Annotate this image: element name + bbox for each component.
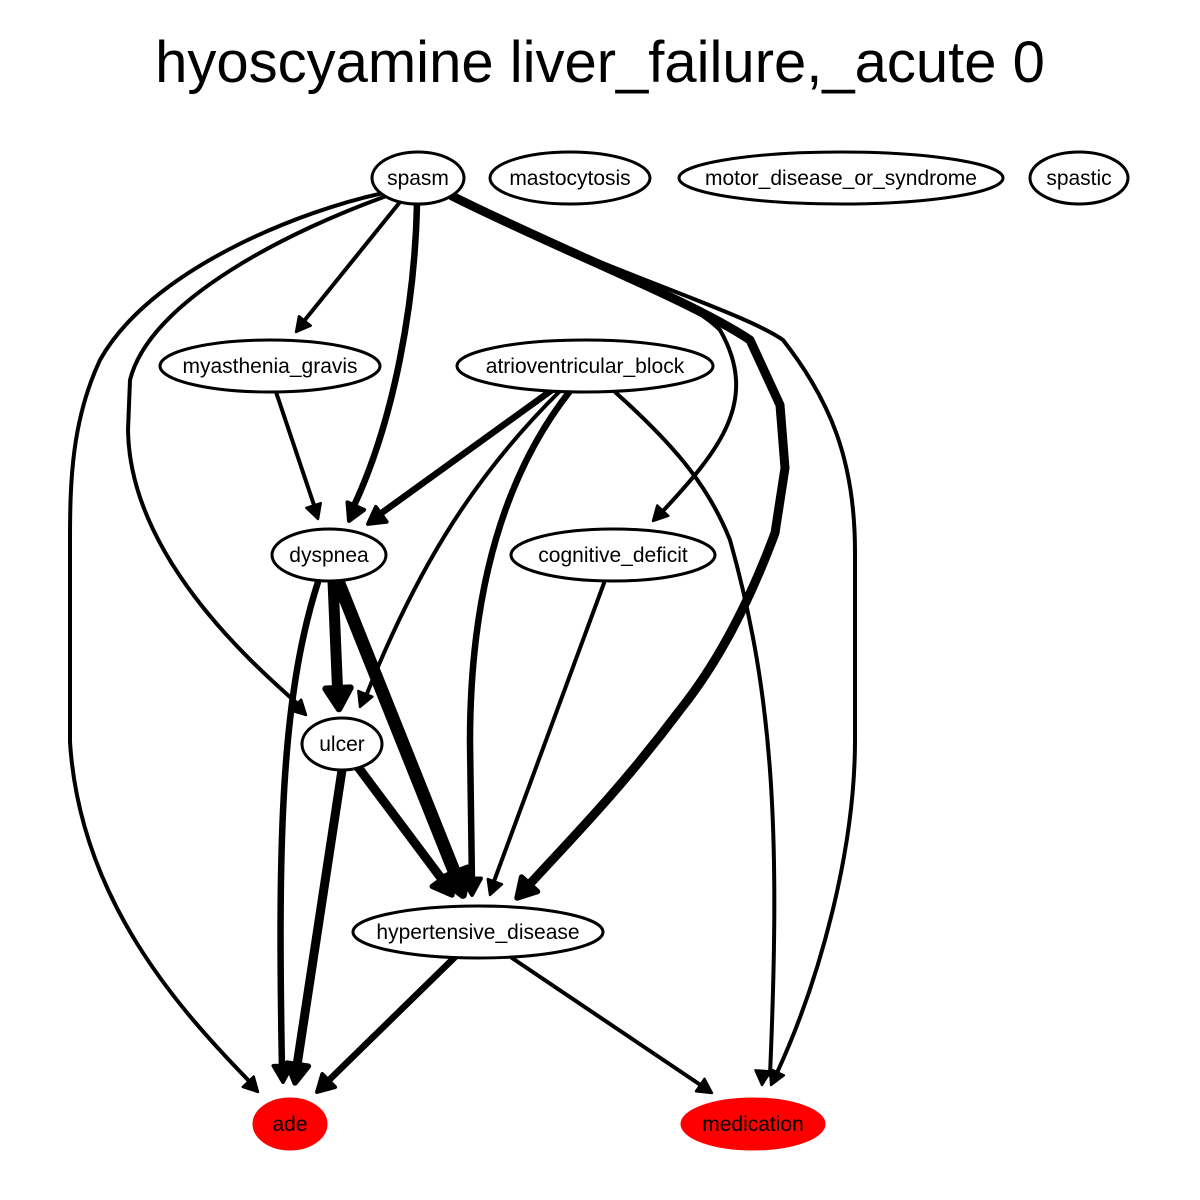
edge-arrowhead bbox=[768, 1067, 786, 1087]
edge-line bbox=[450, 194, 857, 1077]
edge-line bbox=[348, 200, 421, 514]
edge-arrowhead bbox=[486, 877, 504, 897]
edge-line bbox=[68, 190, 390, 1084]
node-mastocytosis: mastocytosis bbox=[488, 150, 652, 206]
edge-line bbox=[331, 574, 467, 893]
node-shape bbox=[351, 904, 605, 960]
edge-arrowhead bbox=[357, 689, 374, 709]
edge-ulcer-to-ade bbox=[284, 765, 347, 1086]
node-label: hypertensive_disease bbox=[376, 921, 579, 944]
edge-line bbox=[510, 956, 707, 1090]
edge-cognitive_deficit-to-hypertensive_disease bbox=[486, 581, 606, 897]
edge-myasthenia_gravis-to-dyspnea bbox=[274, 390, 322, 521]
node-label: spasm bbox=[387, 167, 449, 190]
edge-spasm-to-ulcer bbox=[126, 192, 394, 717]
node-label: ulcer bbox=[319, 733, 365, 756]
node-label: mastocytosis bbox=[509, 167, 630, 190]
node-label: myasthenia_gravis bbox=[182, 355, 357, 378]
node-shape bbox=[488, 150, 652, 206]
edge-arrowhead bbox=[651, 504, 670, 523]
edge-line bbox=[277, 578, 322, 1074]
edge-atrioventricular_block-to-dyspnea bbox=[366, 386, 556, 526]
node-shape bbox=[252, 1097, 328, 1151]
node-label: cognitive_deficit bbox=[538, 544, 688, 567]
edge-atrioventricular_block-to-medication bbox=[613, 390, 777, 1087]
node-label: atrioventricular_block bbox=[486, 355, 685, 378]
edge-spasm-to-medication bbox=[450, 194, 857, 1087]
node-label: dyspnea bbox=[289, 544, 369, 567]
node-dyspnea: dyspnea bbox=[270, 527, 388, 583]
edge-line bbox=[291, 765, 347, 1077]
edge-line bbox=[126, 192, 394, 708]
node-label: ade bbox=[272, 1113, 307, 1136]
edge-arrowhead bbox=[294, 314, 313, 334]
edge-arrowhead bbox=[366, 504, 389, 526]
node-atrioventricular_block: atrioventricular_block bbox=[455, 338, 715, 394]
node-shape bbox=[455, 338, 715, 394]
node-spastic: spastic bbox=[1028, 150, 1130, 206]
node-spasm: spasm bbox=[370, 150, 466, 206]
node-shape bbox=[300, 716, 384, 772]
node-shape bbox=[677, 150, 1005, 206]
node-motor_disease_or_syndrome: motor_disease_or_syndrome bbox=[677, 150, 1005, 206]
node-myasthenia_gravis: myasthenia_gravis bbox=[158, 338, 382, 394]
node-layer: spasm mastocytosis motor_disease_or_syndro… bbox=[158, 150, 1130, 1151]
edge-arrowhead bbox=[754, 1069, 772, 1087]
edge-spasm-to-dyspnea bbox=[345, 200, 421, 523]
node-label: motor_disease_or_syndrome bbox=[705, 167, 977, 190]
edge-dyspnea-to-ulcer bbox=[322, 575, 354, 713]
node-ulcer: ulcer bbox=[300, 716, 384, 772]
edge-line bbox=[298, 200, 402, 328]
node-shape bbox=[680, 1097, 826, 1151]
edge-line bbox=[327, 575, 344, 706]
edge-line bbox=[364, 389, 562, 698]
node-label: medication bbox=[702, 1113, 804, 1136]
node-hypertensive_disease: hypertensive_disease bbox=[351, 904, 605, 960]
edge-arrowhead bbox=[694, 1077, 714, 1095]
edge-arrowhead bbox=[322, 684, 354, 713]
edge-spasm-to-ade bbox=[68, 190, 390, 1094]
node-shape bbox=[1028, 150, 1130, 206]
node-cognitive_deficit: cognitive_deficit bbox=[509, 527, 717, 583]
edge-arrowhead bbox=[305, 501, 322, 521]
edge-line bbox=[320, 953, 459, 1089]
node-shape bbox=[270, 527, 388, 583]
edge-arrowhead bbox=[289, 698, 308, 717]
edge-arrowhead bbox=[514, 874, 541, 901]
edge-dyspnea-to-ade bbox=[271, 578, 322, 1084]
edge-line bbox=[274, 390, 317, 510]
edge-arrowhead bbox=[315, 1072, 338, 1094]
edge-line bbox=[466, 387, 574, 888]
node-shape bbox=[158, 338, 382, 394]
edge-arrowhead bbox=[241, 1075, 260, 1094]
graph-title: hyoscyamine liver_failure,_acute 0 bbox=[155, 30, 1045, 95]
edge-layer bbox=[68, 190, 857, 1095]
node-shape bbox=[509, 527, 717, 583]
edge-ulcer-to-hypertensive_disease bbox=[353, 762, 455, 898]
edge-line bbox=[613, 390, 777, 1077]
edge-line bbox=[447, 191, 790, 891]
edge-atrioventricular_block-to-ulcer bbox=[357, 389, 562, 709]
node-medication: medication bbox=[680, 1097, 826, 1151]
edge-spasm-to-hypertensive_disease bbox=[447, 191, 790, 901]
edge-arrowhead bbox=[345, 500, 367, 523]
node-label: spastic bbox=[1046, 167, 1111, 190]
edge-hypertensive_disease-to-medication bbox=[510, 956, 714, 1095]
edge-arrowhead bbox=[284, 1060, 312, 1086]
node-shape bbox=[370, 150, 466, 206]
edge-hypertensive_disease-to-ade bbox=[315, 953, 459, 1094]
edge-arrowhead bbox=[429, 870, 455, 898]
edge-line bbox=[372, 386, 556, 521]
node-ade: ade bbox=[252, 1097, 328, 1151]
edge-line bbox=[353, 762, 452, 891]
edge-line bbox=[491, 581, 606, 886]
edge-spasm-to-myasthenia_gravis bbox=[294, 200, 402, 334]
